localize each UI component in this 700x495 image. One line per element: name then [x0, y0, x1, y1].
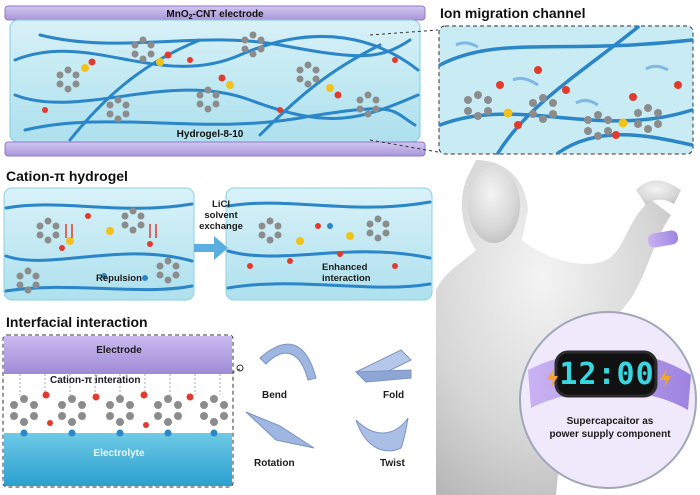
ion-channel-title: Ion migration channel: [440, 5, 585, 21]
watch-time: 12:00: [557, 352, 657, 396]
watch-caption: Supercapcaitor as power supply component: [520, 415, 700, 441]
ion-channel-zoom: [438, 25, 694, 155]
exchange-label-line3: exchange: [196, 221, 246, 232]
interfacial-title: Interfacial interaction: [6, 314, 148, 330]
wearable-illustration: [436, 160, 700, 495]
interface-interaction-label: Cation-π interation: [50, 375, 140, 386]
exchange-label: LiCl solvent exchange: [196, 199, 246, 232]
rotation-label: Rotation: [254, 458, 295, 469]
twist-shape: [356, 418, 408, 451]
enhanced-interaction-label: Enhanced interaction: [322, 262, 371, 284]
watch-caption-line1: Supercapcaitor as: [520, 415, 700, 428]
hydrogel-label: Hydrogel-8-10: [177, 129, 244, 140]
interface-electrolyte: [4, 433, 232, 486]
interface-electrode-label: Electrode: [4, 345, 234, 356]
bottom-electrode: [5, 142, 425, 156]
watch-caption-line2: power supply component: [520, 428, 700, 441]
exchange-arrow: [194, 236, 228, 260]
electrode-top-label: MnO2-CNT electrode: [166, 9, 264, 21]
exchange-label-line2: solvent: [196, 210, 246, 221]
twist-label: Twist: [380, 458, 405, 469]
interface-panel: [0, 333, 240, 491]
rotation-shape: [246, 412, 314, 448]
zoom-origin: [237, 365, 243, 371]
human-head: [468, 167, 520, 243]
repulsion-label: Repulsion: [96, 273, 142, 284]
bend-label: Bend: [262, 390, 287, 401]
human-hand: [636, 181, 681, 205]
exchange-label-line1: LiCl: [196, 199, 246, 210]
bend-shape: [260, 344, 316, 380]
hydrogel-device-illustration: MnO2-CNT electrode Hydrogel-8-10: [0, 0, 440, 165]
interface-electrolyte-label: Electrolyte: [4, 448, 234, 459]
enhanced-line1: Enhanced: [322, 262, 371, 273]
enhanced-line2: interaction: [322, 273, 371, 284]
fold-shape-bottom: [356, 370, 411, 382]
fold-label: Fold: [383, 390, 404, 401]
cation-pi-title: Cation-π hydrogel: [6, 168, 128, 184]
